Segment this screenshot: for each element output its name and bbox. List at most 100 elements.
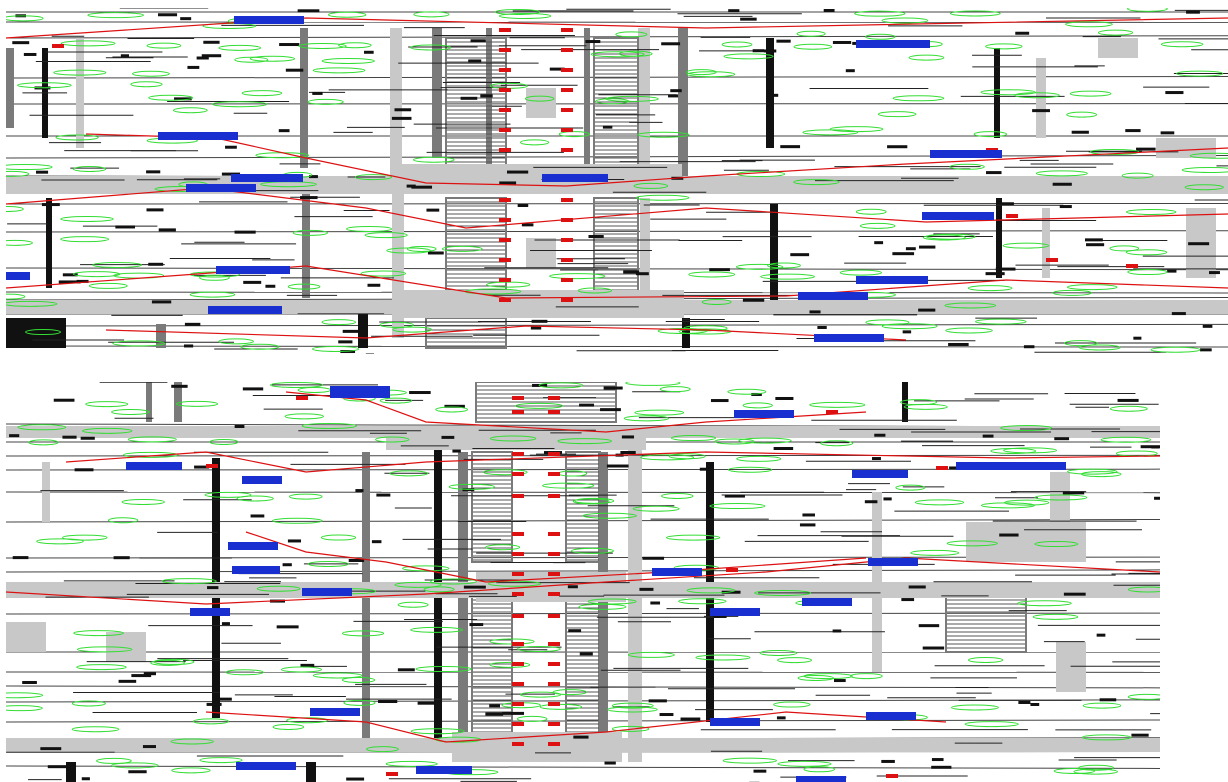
dark-dash <box>602 125 613 129</box>
dark-dash <box>376 493 391 497</box>
dark-dash <box>1131 733 1149 737</box>
dark-dash <box>864 500 878 504</box>
red-marker <box>561 88 573 92</box>
dark-dash <box>1032 109 1050 113</box>
green-annotation <box>1073 768 1118 775</box>
blue-marker <box>190 608 230 616</box>
green-annotation <box>625 382 681 386</box>
road-line <box>6 719 1160 723</box>
red-marker <box>548 472 560 476</box>
blue-marker <box>310 708 360 716</box>
green-annotation <box>494 8 541 15</box>
green-annotation <box>967 656 1004 663</box>
green-annotation <box>1003 447 1058 454</box>
green-annotation <box>1081 734 1132 741</box>
red-marker <box>512 642 524 646</box>
dark-dash <box>710 399 729 403</box>
dark-dash <box>1117 398 1139 402</box>
green-annotation <box>489 661 531 668</box>
green-annotation <box>112 340 166 347</box>
red-marker <box>826 410 838 414</box>
dark-dash <box>918 308 936 312</box>
dark-dash <box>9 434 20 438</box>
red-marker <box>548 662 560 666</box>
dark-dash <box>234 230 256 234</box>
red-marker <box>512 552 524 556</box>
green-annotation <box>218 338 254 345</box>
green-annotation <box>321 57 375 64</box>
dark-dash <box>118 679 137 683</box>
green-annotation <box>132 70 170 77</box>
dark-dash <box>620 450 636 454</box>
dark-dash <box>1140 445 1160 449</box>
dark-dash <box>680 717 701 721</box>
green-annotation <box>175 400 219 407</box>
dark-dash <box>300 663 315 667</box>
green-annotation <box>6 692 44 699</box>
dark-dash <box>406 184 416 188</box>
green-annotation <box>76 664 127 671</box>
green-annotation <box>321 319 357 326</box>
dark-dash <box>207 586 219 590</box>
green-annotation <box>379 397 413 404</box>
road-line <box>6 765 1160 769</box>
green-annotation <box>486 281 531 288</box>
dark-dash <box>485 712 504 716</box>
green-annotation <box>88 282 128 289</box>
green-annotation <box>539 703 583 710</box>
wall-segment <box>66 762 76 782</box>
dark-dash <box>588 235 604 239</box>
green-annotation <box>1127 586 1160 593</box>
platform-band <box>526 88 556 118</box>
green-annotation <box>298 42 347 49</box>
dark-dash <box>507 170 529 174</box>
green-annotation <box>892 95 945 102</box>
wall-segment <box>902 382 908 422</box>
red-marker <box>499 218 511 222</box>
green-annotation <box>406 245 437 252</box>
dark-dash <box>995 267 1016 271</box>
dark-dash <box>243 280 262 284</box>
dark-dash <box>23 52 37 56</box>
dark-dash <box>832 629 842 633</box>
platform-band <box>386 430 646 450</box>
red-marker <box>386 772 398 776</box>
green-annotation <box>516 715 548 722</box>
green-annotation <box>1160 41 1204 48</box>
green-annotation <box>558 131 591 138</box>
green-annotation <box>60 40 116 47</box>
green-annotation <box>632 505 680 512</box>
red-marker <box>561 28 573 32</box>
green-annotation <box>839 269 883 276</box>
green-annotation <box>519 139 550 146</box>
green-annotation <box>577 287 613 294</box>
green-annotation <box>498 13 552 20</box>
green-annotation <box>742 402 773 409</box>
dark-dash <box>742 298 765 302</box>
green-annotation <box>949 163 985 170</box>
dark-dash <box>872 457 881 461</box>
red-marker <box>499 238 511 242</box>
green-annotation <box>482 469 528 476</box>
green-annotation <box>701 298 732 305</box>
dark-dash <box>367 283 381 287</box>
green-annotation <box>519 691 562 698</box>
wall-segment <box>1098 38 1138 58</box>
dark-dash <box>143 672 156 676</box>
green-annotation <box>397 601 429 608</box>
green-annotation <box>60 216 114 223</box>
green-annotation <box>686 71 736 78</box>
red-marker <box>512 532 524 536</box>
red-marker <box>548 452 560 456</box>
green-annotation <box>1100 436 1152 443</box>
green-annotation <box>985 43 1023 50</box>
green-annotation <box>571 547 615 554</box>
green-annotation <box>1078 344 1121 351</box>
green-annotation <box>721 41 753 48</box>
green-annotation <box>578 603 627 610</box>
red-marker <box>499 48 511 52</box>
green-annotation <box>234 56 269 63</box>
dark-dash <box>1125 129 1141 133</box>
dark-dash <box>338 340 353 344</box>
dark-dash <box>276 625 299 629</box>
